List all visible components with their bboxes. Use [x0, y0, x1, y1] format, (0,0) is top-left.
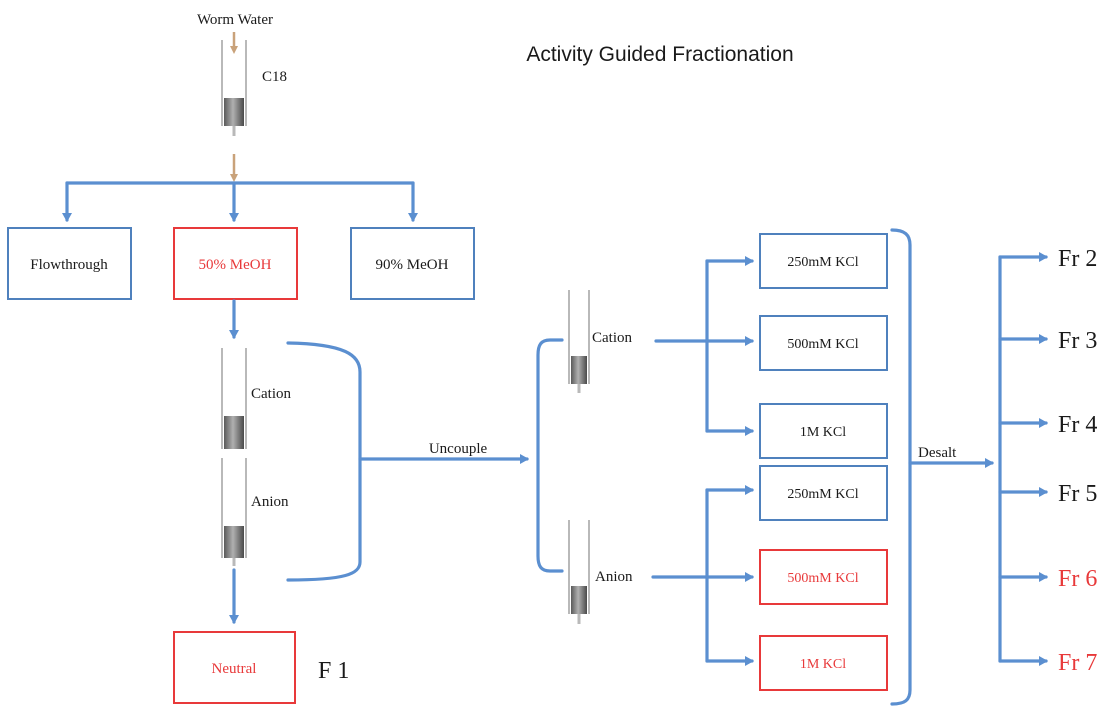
f1-label: F 1 — [318, 658, 349, 684]
stacked-anion-column-icon — [221, 458, 247, 566]
c18-label: C18 — [262, 69, 287, 85]
final-fraction-fr4: Fr 4 — [1058, 412, 1097, 438]
neutral-label: Neutral — [212, 661, 257, 677]
desalt-label: Desalt — [918, 445, 957, 461]
spe-fraction-flowthrough: Flowthrough — [7, 227, 132, 300]
cation-elution-500mm: 500mM KCl — [759, 315, 888, 371]
spe-fraction-label: Flowthrough — [30, 257, 108, 273]
anion-elution-500mm: 500mM KCl — [759, 549, 888, 605]
elution-label: 250mM KCl — [787, 255, 858, 270]
elution-label: 1M KCl — [800, 657, 846, 672]
anion-elution-250mm: 250mM KCl — [759, 465, 888, 521]
right-anion-column-icon — [568, 520, 590, 624]
right-cation-label: Cation — [592, 330, 632, 346]
elution-label: 500mM KCl — [787, 571, 858, 586]
spe-fraction-label: 90% MeOH — [376, 257, 449, 273]
elution-label: 500mM KCl — [787, 337, 858, 352]
spe-fraction-50-meoh: 50% MeOH — [173, 227, 298, 300]
uncouple-split-line — [536, 338, 564, 573]
final-fraction-fr7: Fr 7 — [1058, 650, 1097, 676]
desalt-bracket — [890, 228, 912, 706]
elution-label: 250mM KCl — [787, 487, 858, 502]
stacked-cation-column-icon — [221, 348, 247, 449]
final-fraction-fr2: Fr 2 — [1058, 246, 1097, 272]
right-cation-column-icon — [568, 290, 590, 393]
spe-fraction-90-meoh: 90% MeOH — [350, 227, 475, 300]
final-fraction-fr3: Fr 3 — [1058, 328, 1097, 354]
spe-fraction-label: 50% MeOH — [199, 257, 272, 273]
source-label: Worm Water — [197, 12, 273, 28]
uncouple-label: Uncouple — [429, 441, 488, 457]
anion-elution-1m: 1M KCl — [759, 635, 888, 691]
elution-label: 1M KCl — [800, 425, 846, 440]
diagram-title: Activity Guided Fractionation — [526, 43, 793, 66]
stacked-cation-label: Cation — [251, 386, 291, 402]
stacked-anion-label: Anion — [251, 494, 289, 510]
cation-elution-250mm: 250mM KCl — [759, 233, 888, 289]
cation-elution-1m: 1M KCl — [759, 403, 888, 459]
stacked-columns-bracket — [286, 341, 362, 582]
final-fraction-fr6: Fr 6 — [1058, 566, 1097, 592]
neutral-fraction: Neutral — [173, 631, 296, 704]
c18-column-icon — [221, 40, 247, 136]
final-fraction-fr5: Fr 5 — [1058, 481, 1097, 507]
right-anion-label: Anion — [595, 569, 633, 585]
